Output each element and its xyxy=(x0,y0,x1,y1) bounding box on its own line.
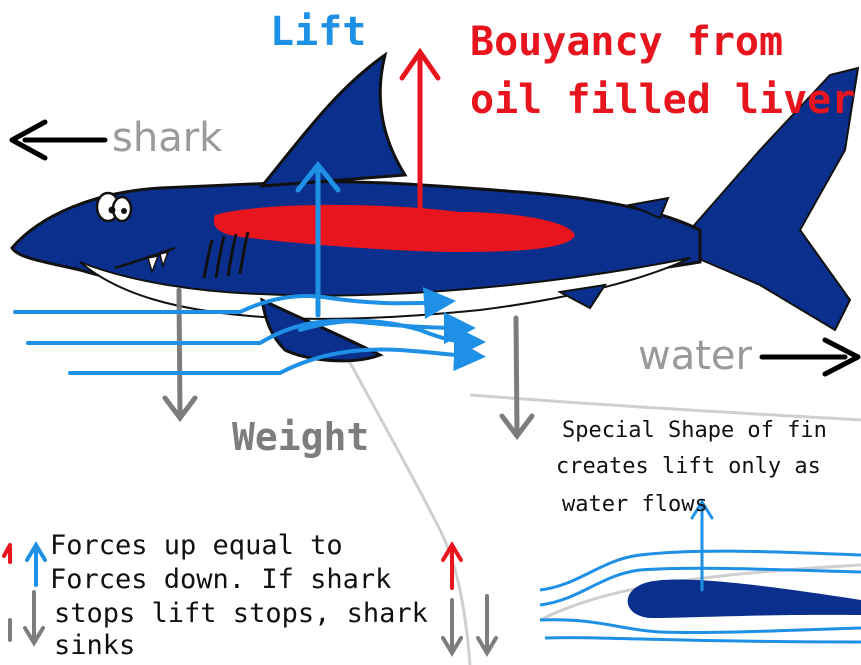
weight-label: Weight xyxy=(232,418,369,456)
weight-arrow-right xyxy=(502,318,532,436)
buoyancy-label-line-2: oil filled liver xyxy=(470,80,855,120)
fin-flow-line xyxy=(545,638,861,642)
fin-note-line: creates lift only as xyxy=(556,456,821,478)
legend-weight-arrow-right-2 xyxy=(478,596,496,653)
dorsal-fin xyxy=(262,55,405,186)
water-direction-label: water xyxy=(638,336,752,376)
legend-buoyancy-arrow xyxy=(4,545,10,562)
forces-note-line: Forces up equal to xyxy=(50,532,343,559)
fin-note-line: Special Shape of fin xyxy=(562,420,827,442)
fin-flow-line xyxy=(540,620,861,633)
fin-note-line: water flows xyxy=(562,494,708,516)
legend-weight-arrow-right-1 xyxy=(443,600,461,653)
legend-weight-arrow xyxy=(25,592,43,643)
shark-direction-label: shark xyxy=(112,118,222,158)
fin-airfoil xyxy=(628,580,861,618)
forces-note-line: sinks xyxy=(54,632,135,659)
background-line xyxy=(470,395,861,420)
forces-note-line: stops lift stops, shark xyxy=(54,600,428,627)
lift-label: Lift xyxy=(270,12,366,52)
forces-note-line: Forces down. If shark xyxy=(50,566,391,593)
buoyancy-label-line-1: Bouyancy from xyxy=(470,22,783,62)
legend-lift-arrow xyxy=(27,545,45,585)
fin-cross-section xyxy=(540,502,861,642)
shark-eye xyxy=(97,193,131,221)
